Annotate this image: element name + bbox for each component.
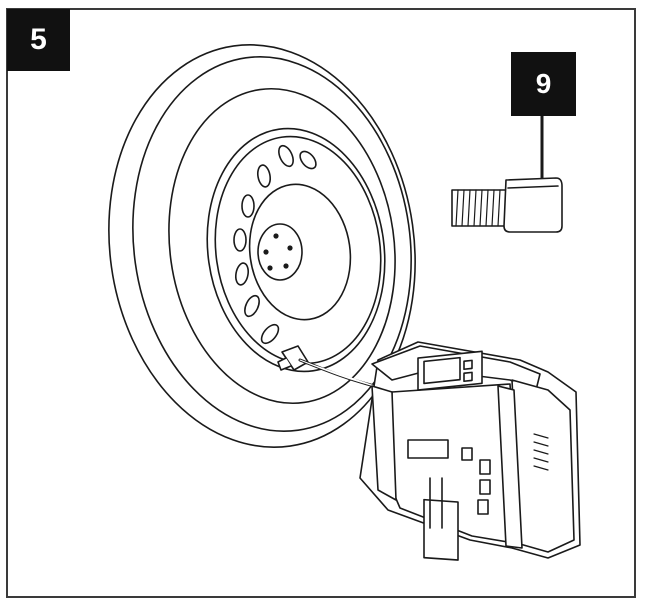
wheel-with-tire [108,44,416,448]
control-buttons [461,359,491,515]
lug-nuts [263,233,293,271]
portable-compressor [359,341,581,561]
valve-adapter-part [451,114,563,233]
front-logo-plate [407,439,449,459]
tire-sidewall-inner [168,87,396,405]
hose-and-valve-connector [277,345,384,390]
tire-sidewall-line [132,56,412,432]
rim-center-disc [248,183,352,321]
hub [257,223,303,281]
step-number-badge: 5 [7,9,70,71]
adapter-cap-body [503,177,563,233]
left-bumper [371,385,397,501]
display-screen [423,356,461,385]
front-grille [423,498,459,561]
side-vents [533,433,549,471]
right-bumper [497,385,523,549]
figure-frame [6,8,636,598]
tire-outer-edge [108,44,416,448]
part-callout-badge: 9 [511,52,576,116]
rim-outer [206,127,386,373]
rim-slots [233,144,317,345]
adapter-threads [455,189,501,227]
rim-lip [214,135,382,365]
